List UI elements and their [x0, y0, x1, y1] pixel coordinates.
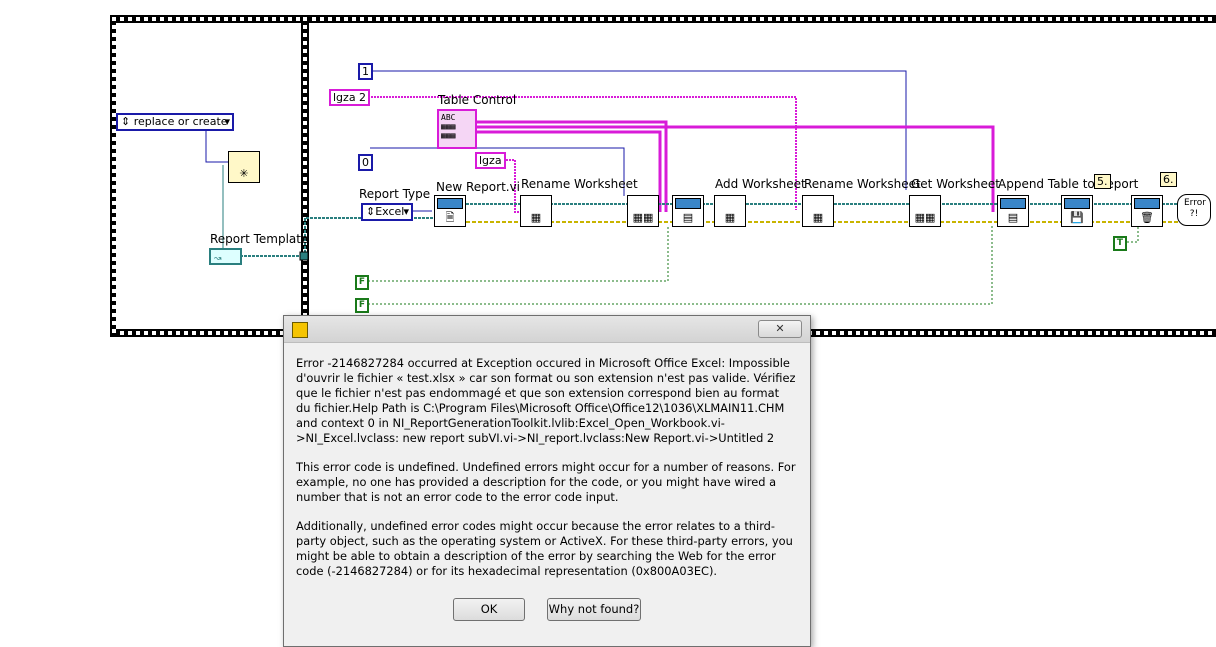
dialog-message: Error -2146827284 occurred at Exception …: [296, 356, 796, 593]
simple-error-handler-node[interactable]: Error ?!: [1177, 194, 1211, 226]
table-icon: ABC▦▦▦▦▦▦: [441, 113, 456, 140]
append-table-a-node[interactable]: ▤: [672, 195, 704, 227]
save-report-node[interactable]: 💾: [1061, 195, 1093, 227]
dropdown-arrow-icon: ▾: [403, 205, 409, 218]
worksheets-icon: ▦▦: [914, 211, 936, 224]
third-party-explanation: Additionally, undefined error codes migh…: [296, 519, 793, 578]
worksheet-icon: ▦: [530, 211, 542, 224]
new-report-node[interactable]: 🗎: [434, 195, 466, 227]
error-details: Error -2146827284 occurred at Exception …: [296, 356, 796, 445]
add-worksheet-icon: ▦: [724, 211, 736, 224]
new-report-icon: 🗎: [445, 211, 455, 224]
close-icon: ✕: [775, 322, 785, 335]
append-table-node[interactable]: ▤: [997, 195, 1029, 227]
report-type-label: Report Type: [359, 187, 431, 201]
error-dialog: ✕ Error -2146827284 occurred at Exceptio…: [283, 315, 811, 647]
get-worksheet-a-node[interactable]: ▦▦: [627, 195, 659, 227]
close-button[interactable]: ✕: [758, 320, 802, 338]
error-handler-text: Error ?!: [1184, 198, 1206, 219]
save-icon: 💾: [1070, 211, 1084, 224]
rename-worksheet-2-label: Rename Worksheet: [804, 177, 921, 191]
why-not-found-button[interactable]: Why not found?: [547, 598, 641, 621]
step-5-label: 5.: [1094, 174, 1111, 189]
dispose-report-node[interactable]: 🗑: [1131, 195, 1163, 227]
get-worksheet-label: Get Worksheet: [911, 177, 1000, 191]
frame-top-border: [110, 15, 1216, 23]
bool-false-2[interactable]: F: [355, 298, 369, 313]
step-6-label: 6.: [1160, 172, 1177, 187]
worksheets-icon: ▦▦: [632, 211, 654, 224]
dispose-icon: 🗑: [1140, 211, 1154, 224]
undefined-explanation: This error code is undefined. Undefined …: [296, 460, 796, 504]
new-report-label: New Report.vi: [436, 180, 521, 194]
build-path-node[interactable]: ✳: [228, 151, 260, 183]
dialog-titlebar[interactable]: ✕: [284, 316, 810, 343]
rename-worksheet-2-node[interactable]: ▦: [802, 195, 834, 227]
file-path-icon: ✳: [239, 167, 249, 180]
tunnel: [299, 251, 309, 261]
ring-value: replace or create: [133, 115, 228, 128]
const-zero[interactable]: 0: [358, 154, 373, 171]
report-type-value: Excel: [375, 205, 405, 218]
worksheet-icon: ▦: [812, 211, 824, 224]
const-lgza2[interactable]: lgza 2: [329, 89, 371, 106]
const-lgza[interactable]: lgza: [475, 152, 506, 169]
path-icon: ↝: [214, 254, 222, 264]
rename-worksheet-1-node[interactable]: ▦: [520, 195, 552, 227]
labview-app-icon: [292, 322, 308, 338]
add-worksheet-label: Add Worksheet: [715, 177, 806, 191]
ring-arrows-icon: ⇕: [121, 115, 131, 128]
frame-divider: [301, 15, 309, 337]
report-type-ring[interactable]: ⇕Excel▾: [361, 203, 413, 221]
open-mode-ring[interactable]: ⇕ replace or create ▾: [116, 113, 234, 131]
add-worksheet-node[interactable]: ▦: [714, 195, 746, 227]
append-table-label: Append Table to Report: [998, 177, 1139, 191]
ok-button[interactable]: OK: [453, 598, 525, 621]
const-one[interactable]: 1: [358, 63, 373, 80]
get-worksheet-node[interactable]: ▦▦: [909, 195, 941, 227]
table-control-terminal[interactable]: ABC▦▦▦▦▦▦: [437, 109, 477, 149]
bool-false-1[interactable]: F: [355, 275, 369, 290]
dropdown-arrow-icon: ▾: [224, 115, 230, 128]
ring-arrows-icon: ⇕: [366, 205, 376, 218]
table-control-label: Table Control: [438, 93, 517, 107]
report-template-label: Report Template: [210, 232, 309, 246]
table-append-icon: ▤: [1007, 211, 1019, 224]
report-template-control[interactable]: ↝: [209, 248, 242, 265]
frame-left-border: [110, 15, 116, 337]
bool-true[interactable]: T: [1113, 236, 1127, 251]
table-append-icon: ▤: [682, 211, 694, 224]
rename-worksheet-1-label: Rename Worksheet: [521, 177, 638, 191]
